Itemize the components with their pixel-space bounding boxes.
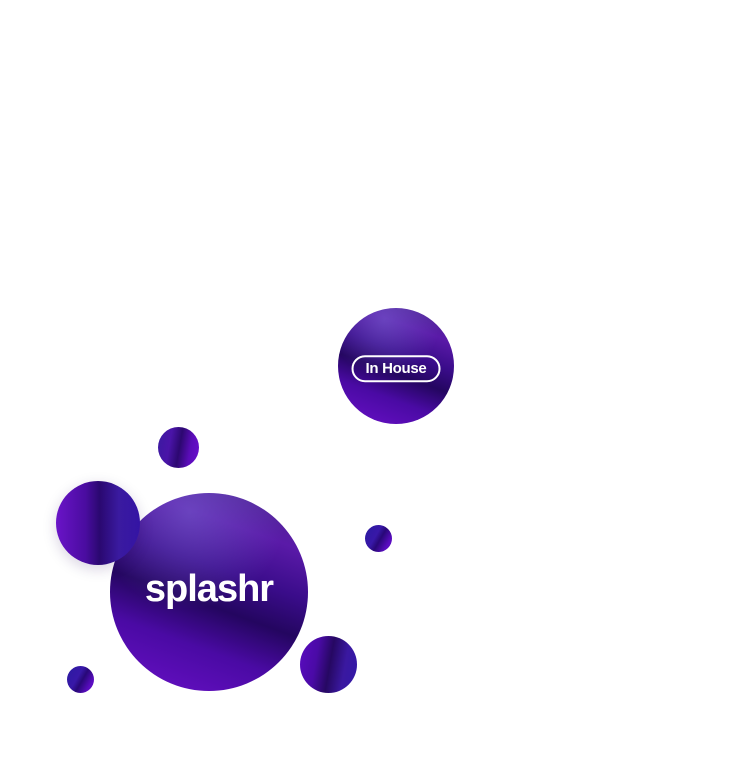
decorative-bubble-bottom-right: [300, 636, 357, 693]
decorative-bubble-tiny-right: [365, 525, 392, 552]
decorative-bubble-bottom-left: [67, 666, 94, 693]
decorative-bubble-left: [56, 481, 140, 565]
splashr-logo-text: splashr: [144, 567, 274, 610]
decorative-bubble-small-top: [158, 427, 199, 468]
in-house-badge[interactable]: In House: [351, 355, 441, 383]
splashr-logo-bubble: splashr: [110, 493, 308, 691]
in-house-bubble: In House: [338, 308, 454, 424]
